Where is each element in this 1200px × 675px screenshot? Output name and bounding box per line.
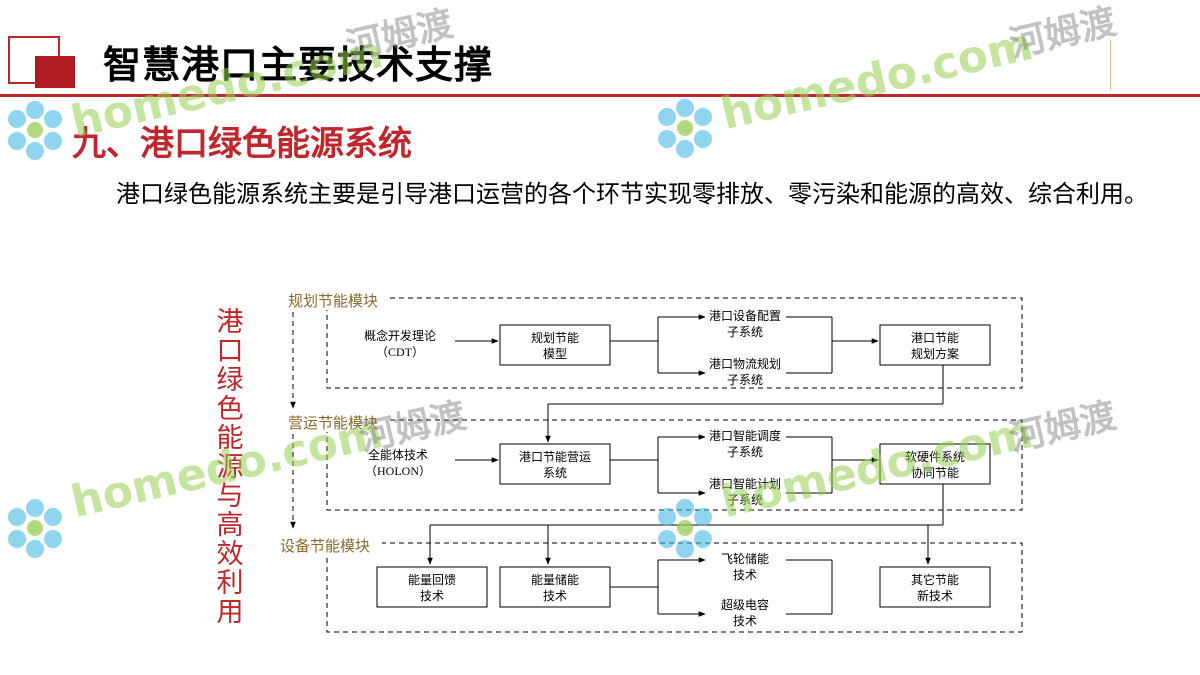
- equipment-box1-line2: 技术: [420, 589, 444, 603]
- planning-model-line2: 模型: [543, 347, 567, 361]
- planning-sub2-line2: 子系统: [727, 373, 763, 387]
- planning-sub1-line1: 港口设备配置: [709, 309, 781, 323]
- planning-output-line2: 规划方案: [911, 346, 959, 361]
- planning-input-line2: （CDT）: [376, 345, 424, 359]
- planning-input-line1: 概念开发理论: [364, 328, 436, 343]
- page-title: 智慧港口主要技术支撑: [103, 43, 494, 87]
- watermark-flower-icon: [8, 101, 62, 160]
- operation-output-line2: 协同节能: [911, 465, 959, 480]
- operation-model-line2: 系统: [543, 466, 567, 480]
- equipment-box3-line1: 其它节能: [911, 572, 959, 587]
- equipment-box-1: [376, 566, 488, 608]
- header-divider: [0, 94, 1200, 97]
- planning-module-frame: [326, 297, 1023, 389]
- operation-output-line1: 软硬件系统: [905, 450, 965, 464]
- planning-output-line1: 港口节能: [911, 331, 959, 345]
- equipment-box1-line1: 能量回馈: [408, 573, 456, 587]
- watermark-flower-icon: [8, 499, 62, 558]
- operation-sub2-line1: 港口智能计划: [709, 476, 781, 491]
- operation-sub2-line2: 子系统: [727, 493, 763, 507]
- operation-model-box: [499, 443, 611, 485]
- operation-sub1-line2: 子系统: [727, 445, 763, 459]
- intro-paragraph: 港口绿色能源系统主要是引导港口运营的各个环节实现零排放、零污染和能源的高效、综合…: [116, 180, 1148, 208]
- equipment-box2-line1: 能量储能: [531, 572, 579, 587]
- operation-input-line1: 全能体技术: [368, 447, 428, 462]
- header-divider-vertical: [1110, 40, 1111, 90]
- planning-model-line1: 规划节能: [531, 330, 579, 345]
- equipment-box-3: [879, 566, 991, 608]
- equipment-sub1-line1: 飞轮储能: [721, 551, 769, 566]
- operation-input-line2: （HOLON）: [365, 464, 431, 478]
- planning-sub1-line2: 子系统: [727, 325, 763, 339]
- header-decor-fill: [35, 56, 75, 88]
- watermark-flower-icon: [658, 499, 712, 558]
- equipment-sub1-line2: 技术: [733, 568, 757, 582]
- planning-model-box: [499, 324, 611, 366]
- equipment-box-2: [499, 566, 611, 608]
- section-title: 九、港口绿色能源系统: [72, 124, 412, 164]
- watermark-flower-icon: [658, 99, 712, 158]
- planning-output-box: [879, 324, 991, 366]
- equipment-sub2-line2: 技术: [733, 614, 757, 628]
- equipment-box3-line2: 新技术: [917, 588, 953, 603]
- equipment-box2-line2: 技术: [543, 589, 567, 603]
- operation-model-line1: 港口节能营运: [519, 450, 591, 464]
- side-label: 港口绿色能源与高效利用: [216, 307, 244, 628]
- planning-module-label: 规划节能模块: [288, 293, 378, 310]
- equipment-module-label: 设备节能模块: [280, 538, 370, 555]
- planning-sub2-line1: 港口物流规划: [709, 356, 781, 371]
- operation-module-frame: [326, 419, 1023, 511]
- equipment-module-frame: [326, 542, 1023, 633]
- operation-module-label: 营运节能模块: [288, 415, 378, 432]
- operation-sub1-line1: 港口智能调度: [709, 428, 781, 443]
- equipment-sub2-line1: 超级电容: [721, 597, 769, 612]
- operation-output-box: [879, 443, 991, 485]
